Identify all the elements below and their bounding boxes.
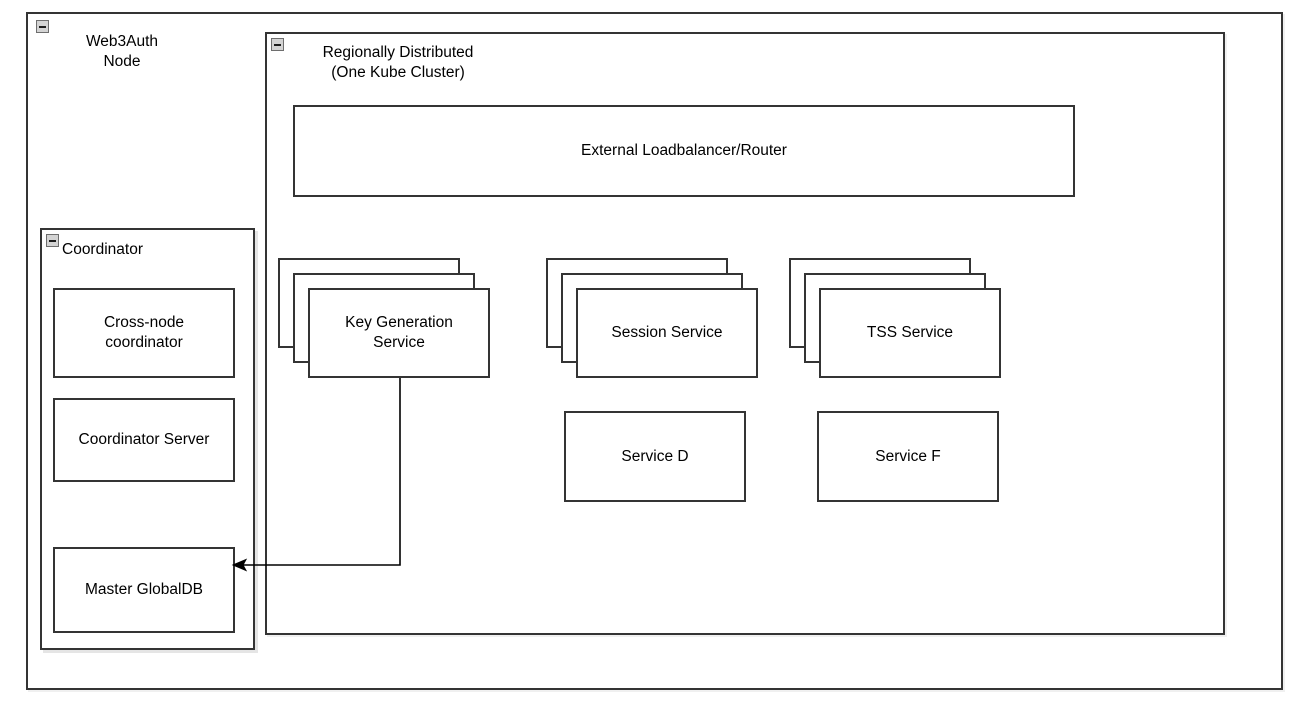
node-master-globaldb[interactable]: Master GlobalDB	[53, 547, 235, 633]
node-key-generation-service[interactable]: Key Generation Service	[308, 288, 490, 378]
collapse-minus-icon-coordinator[interactable]	[46, 234, 59, 247]
node-service-f[interactable]: Service F	[817, 411, 999, 502]
node-session-service[interactable]: Session Service	[576, 288, 758, 378]
node-tss-service[interactable]: TSS Service	[819, 288, 1001, 378]
collapse-minus-icon-web3auth-node[interactable]	[36, 20, 49, 33]
node-service-d[interactable]: Service D	[564, 411, 746, 502]
collapse-minus-icon-kube-cluster[interactable]	[271, 38, 284, 51]
node-external-loadbalancer-router[interactable]: External Loadbalancer/Router	[293, 105, 1075, 197]
node-coordinator-server[interactable]: Coordinator Server	[53, 398, 235, 482]
node-cross-node-coordinator[interactable]: Cross-node coordinator	[53, 288, 235, 378]
